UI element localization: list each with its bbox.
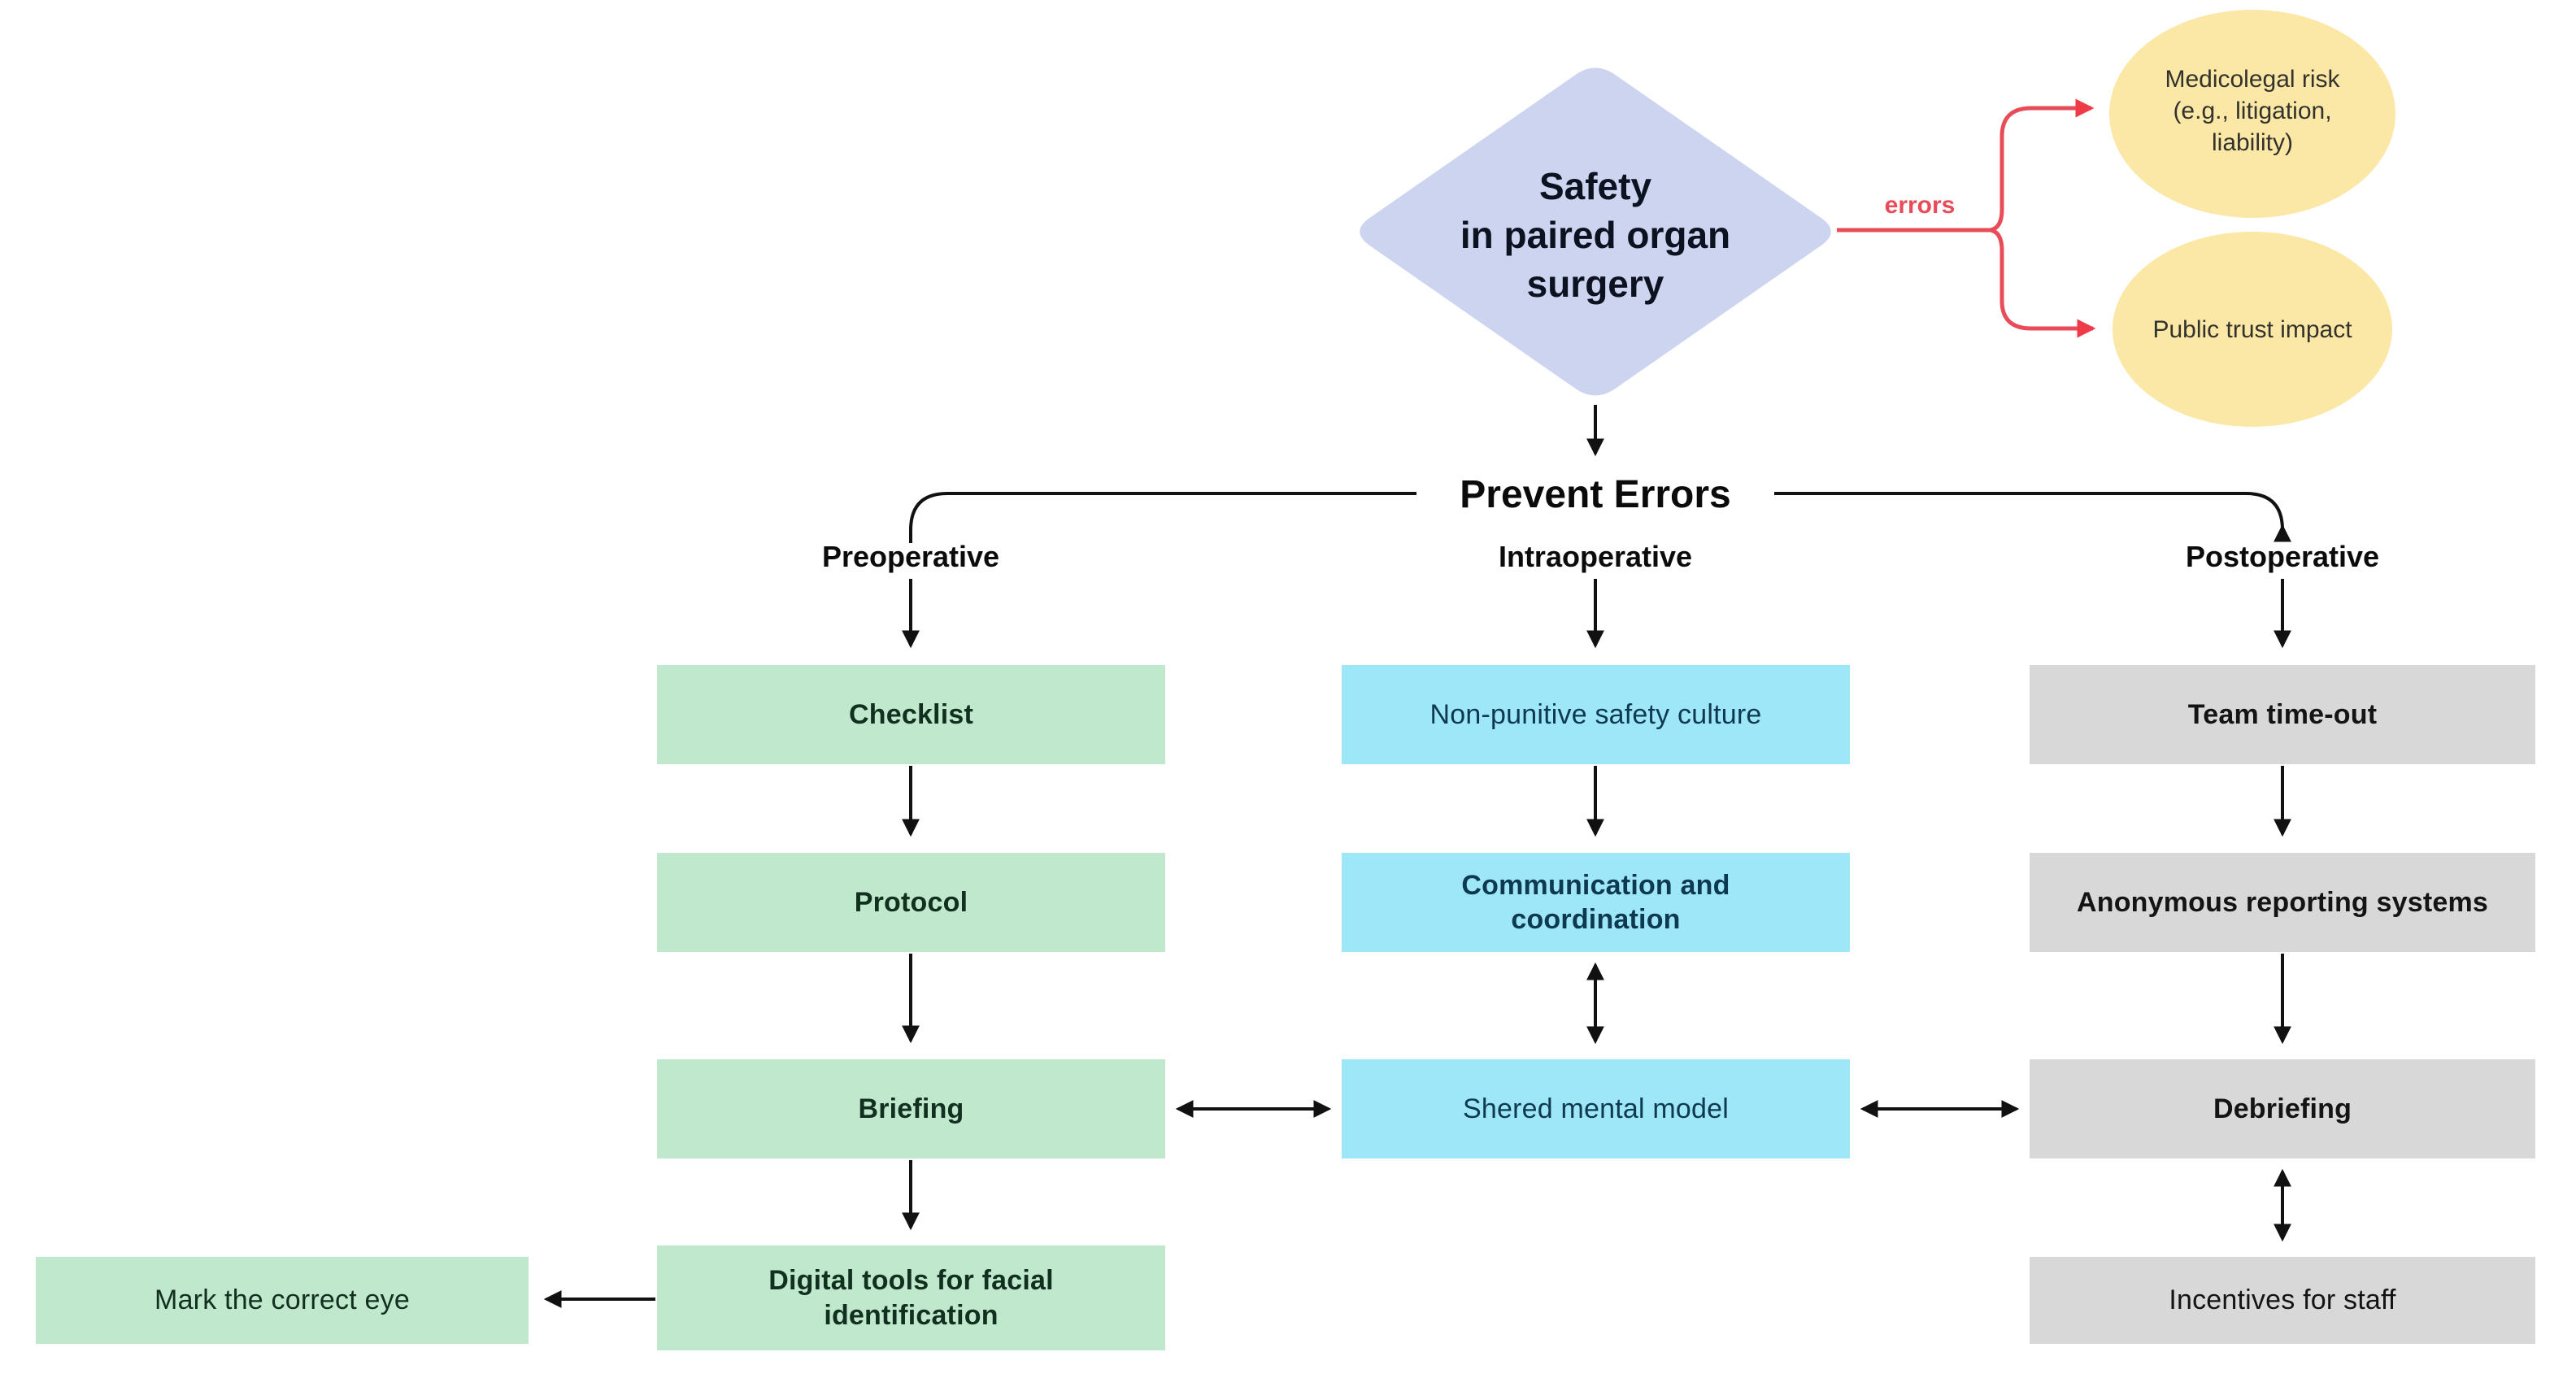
medicolegal-line-1: Medicolegal risk <box>2165 66 2340 93</box>
node-mark-correct-eye: Mark the correct eye <box>36 1257 529 1344</box>
node-team-time-out: Team time-out <box>2030 665 2535 764</box>
node-digital-tools: Digital tools for facial identification <box>657 1245 1165 1350</box>
node-communication-coordination: Communication and coordination <box>1342 853 1850 952</box>
phase-label-postoperative: Postoperative <box>2185 540 2380 573</box>
prevent-errors-label: Prevent Errors <box>1416 471 1774 518</box>
node-non-punitive-culture: Non-punitive safety culture <box>1342 665 1850 764</box>
node-anonymous-reporting: Anonymous reporting systems <box>2030 853 2535 952</box>
medicolegal-risk-label: Medicolegal risk (e.g., litigation, liab… <box>2114 63 2391 159</box>
node-incentives-staff: Incentives for staff <box>2030 1257 2535 1344</box>
public-trust-ellipse-shape <box>2113 232 2392 427</box>
errors-branch-lines <box>1837 98 2096 338</box>
diamond-line-3: surgery <box>1526 262 1664 305</box>
flow-lines <box>543 405 2291 1308</box>
node-shered-mental-model: Shered mental model <box>1342 1059 1850 1158</box>
phase-label-intraoperative: Intraoperative <box>1498 540 1693 573</box>
diamond-line-1: Safety <box>1538 165 1652 207</box>
node-protocol: Protocol <box>657 853 1165 952</box>
errors-edge-label: errors <box>1884 192 1956 219</box>
decision-diamond-label: Safety in paired organ surgery <box>1392 163 1799 308</box>
medicolegal-line-2: (e.g., litigation, <box>2173 98 2332 124</box>
diamond-line-2: in paired organ <box>1460 213 1731 256</box>
node-briefing: Briefing <box>657 1059 1165 1158</box>
medicolegal-risk-ellipse-shape <box>2109 10 2395 218</box>
node-debriefing: Debriefing <box>2030 1059 2535 1158</box>
node-checklist: Checklist <box>657 665 1165 764</box>
medicolegal-line-3: liability) <box>2211 129 2294 156</box>
phase-label-preoperative: Preoperative <box>821 540 1000 573</box>
public-trust-label: Public trust impact <box>2152 316 2352 343</box>
decision-diamond-shape <box>1360 67 1831 396</box>
